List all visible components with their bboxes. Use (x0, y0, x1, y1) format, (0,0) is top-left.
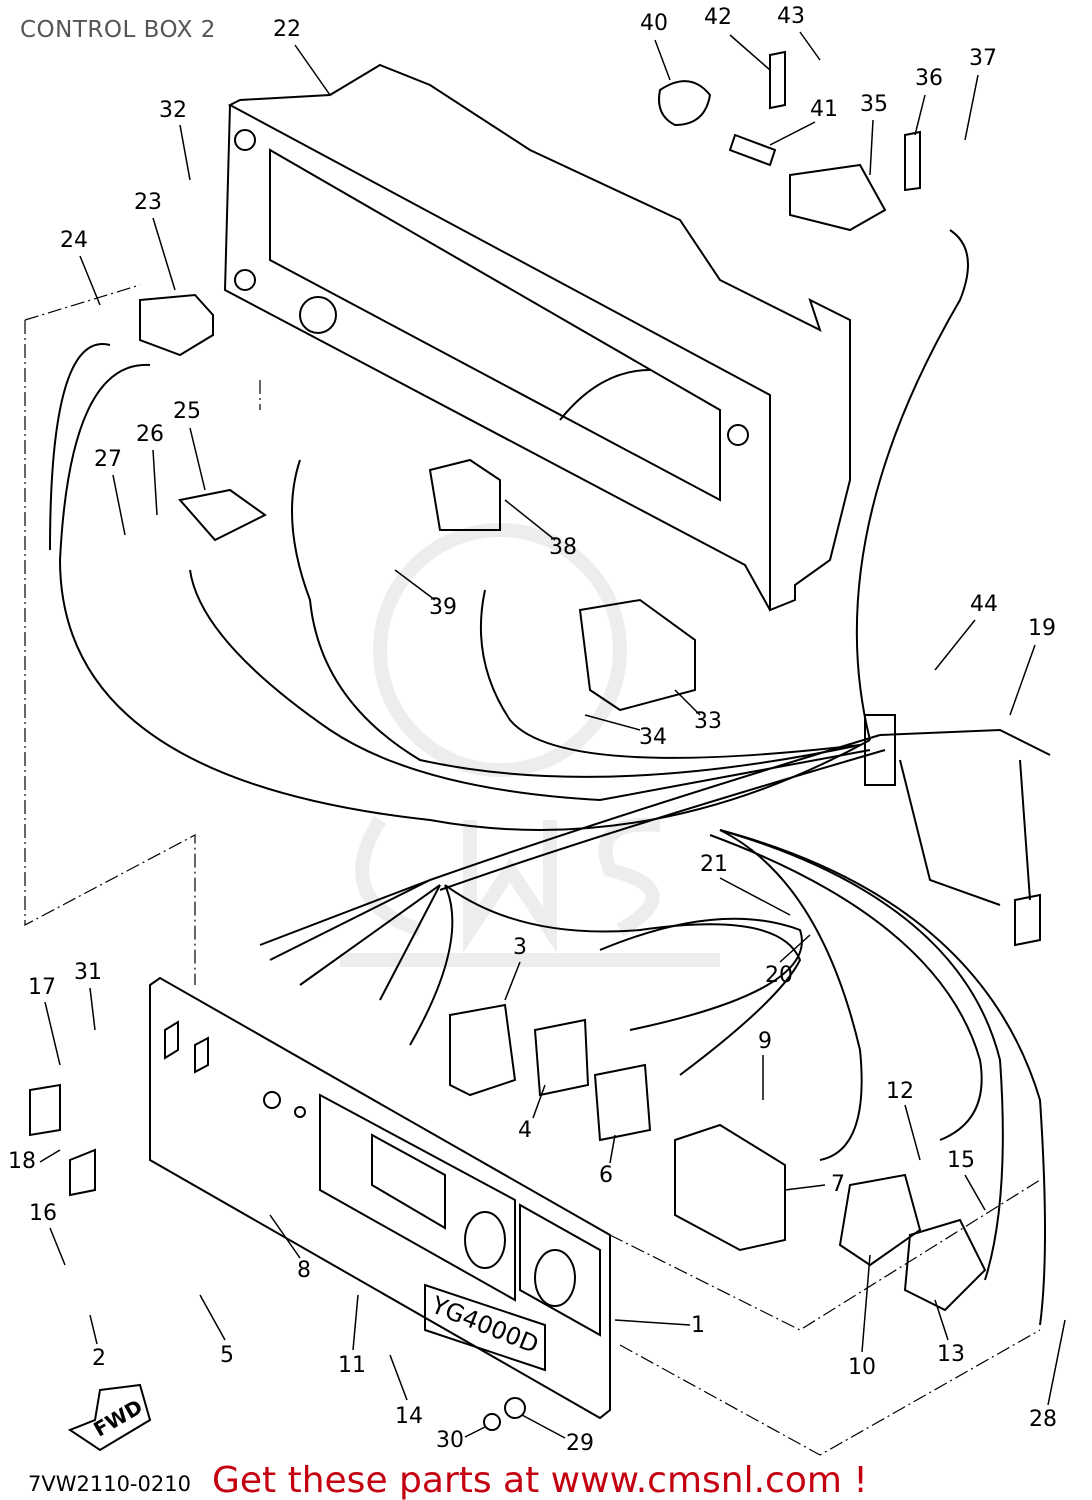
front-panel (149, 976, 611, 1420)
callout-16: 16 (29, 1201, 57, 1226)
callout-5: 5 (220, 1343, 234, 1368)
callout-18: 18 (8, 1149, 36, 1174)
callout-38: 38 (549, 535, 577, 560)
callout-24: 24 (60, 228, 88, 253)
callout-44: 44 (970, 592, 998, 617)
callout-1: 1 (691, 1313, 705, 1338)
callout-36: 36 (915, 66, 943, 91)
fwd-arrow-shape (67, 1383, 152, 1452)
diagram-code: 7VW2110-0210 (28, 1472, 191, 1496)
callout-7: 7 (831, 1172, 845, 1197)
callout-30: 30 (436, 1428, 464, 1453)
callout-41: 41 (810, 97, 838, 122)
leader-lines (39, 31, 1066, 1439)
callout-22: 22 (273, 17, 301, 42)
callout-19: 19 (1028, 616, 1056, 641)
callout-26: 26 (136, 422, 164, 447)
components (29, 50, 1041, 1452)
callout-2: 2 (92, 1346, 106, 1371)
callout-17: 17 (28, 975, 56, 1000)
callout-32: 32 (159, 98, 187, 123)
callout-28: 28 (1029, 1407, 1057, 1432)
callout-31: 31 (74, 960, 102, 985)
callout-21: 21 (700, 852, 728, 877)
callout-15: 15 (947, 1148, 975, 1173)
callout-12: 12 (886, 1079, 914, 1104)
callout-34: 34 (639, 725, 667, 750)
callout-33: 33 (694, 709, 722, 734)
wiring-harness (49, 229, 1051, 1326)
nut-29 (504, 1397, 526, 1419)
callout-23: 23 (134, 190, 162, 215)
callout-20: 20 (765, 963, 793, 988)
callout-27: 27 (94, 447, 122, 472)
callout-4: 4 (518, 1118, 532, 1143)
grommet (864, 714, 896, 786)
callout-6: 6 (599, 1163, 613, 1188)
callout-25: 25 (173, 399, 201, 424)
reference-lines (24, 284, 1041, 1456)
callout-42: 42 (704, 5, 732, 30)
callout-3: 3 (513, 935, 527, 960)
callout-37: 37 (969, 46, 997, 71)
callout-13: 13 (937, 1342, 965, 1367)
callout-43: 43 (777, 4, 805, 29)
callout-39: 39 (429, 595, 457, 620)
nut-30 (483, 1413, 501, 1431)
callout-29: 29 (566, 1431, 594, 1456)
callout-11: 11 (338, 1353, 366, 1378)
callout-10: 10 (848, 1355, 876, 1380)
callout-35: 35 (860, 92, 888, 117)
callout-9: 9 (758, 1029, 772, 1054)
callout-14: 14 (395, 1404, 423, 1429)
diagram-title: CONTROL BOX 2 (20, 17, 216, 43)
control-box-housing (223, 63, 851, 612)
promo-link[interactable]: Get these parts at www.cmsnl.com ! (212, 1460, 868, 1500)
callout-8: 8 (297, 1258, 311, 1283)
callout-40: 40 (640, 11, 668, 36)
